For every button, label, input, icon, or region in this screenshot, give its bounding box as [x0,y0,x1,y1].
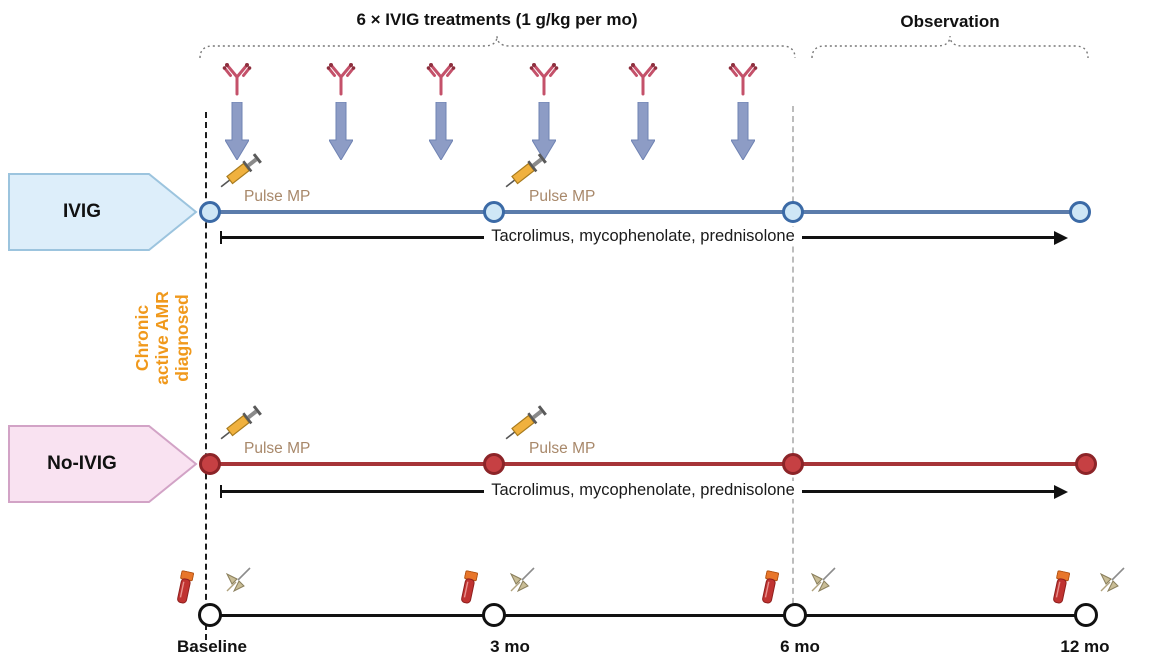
timeline-label-baseline: Baseline [177,637,247,656]
no-ivig-arm-label-text: No-IVIG [47,453,117,474]
no-ivig-pulse-mp-2: Pulse MP [529,440,596,457]
no-ivig-therapy-label: Tacrolimus, mycophenolate, prednisolone [220,481,1066,500]
blood-tube-icon [459,570,479,606]
ivig-dose [222,60,252,96]
down-arrow-icon [731,102,755,160]
timeline-label-6mo: 6 mo [780,637,820,656]
no-ivig-pulse-mp-1: Pulse MP [244,440,311,457]
antibody-icon [426,63,456,96]
ivig-dose [529,60,559,96]
butterfly-needle-icon [1098,566,1126,594]
ivig-node-baseline [199,201,221,223]
down-arrow-icon [329,102,353,160]
ivig-arm-label: IVIG [8,173,198,251]
down-arrow-icon [532,102,556,160]
ivig-therapy-arrow-start [220,231,222,244]
six-month-dashed-line [792,106,794,624]
blood-tube-icon [175,570,195,606]
ivig-therapy-text: Tacrolimus, mycophenolate, prednisolone [484,227,802,245]
no-ivig-arm-label: No-IVIG [8,425,198,503]
ivig-node-6mo [782,201,804,223]
syringe-icon [215,402,265,447]
ivig-therapy-label: Tacrolimus, mycophenolate, prednisolone [220,227,1066,246]
antibody-icon [728,63,758,96]
no-ivig-therapy-text: Tacrolimus, mycophenolate, prednisolone [484,481,802,499]
down-arrow-icon [429,102,453,160]
ivig-pulse-mp-1: Pulse MP [244,188,311,205]
no-ivig-node-6mo [782,453,804,475]
ivig-dose [326,60,356,96]
antibody-icon [222,63,252,96]
butterfly-needle-icon [224,566,252,594]
antibody-icon [529,63,559,96]
no-ivig-therapy-arrowhead [1054,484,1068,499]
syringe-icon [500,402,550,447]
butterfly-needle-icon [809,566,837,594]
header-braces [199,35,1089,59]
no-ivig-therapy-arrow-start [220,485,222,498]
assessment-timeline-line [210,614,1088,617]
antibody-icon [628,63,658,96]
timeline-label-12mo: 12 mo [1060,637,1110,656]
blood-tube-icon [760,570,780,606]
ivig-dose [426,60,456,96]
blood-tube-icon [1051,570,1071,606]
diagnosis-line-1: Chronic [132,304,152,372]
assessment-node-baseline [198,603,222,627]
no-ivig-node-3mo [483,453,505,475]
assessment-node-6mo [783,603,807,627]
no-ivig-arm-pentagon [8,425,198,503]
diagnosis-line-2: active AMR [152,291,172,385]
butterfly-needle-icon [508,566,536,594]
ivig-arm-label-text: IVIG [62,201,101,222]
ivig-therapy-arrowhead [1054,230,1068,245]
ivig-arm-pentagon [8,173,198,251]
observation-brace [811,35,1089,59]
diagnosis-dashed-line [205,112,207,640]
ivig-pulse-mp-2: Pulse MP [529,188,596,205]
down-arrow-icon [225,102,249,160]
ivig-node-12mo [1069,201,1091,223]
syringe-icon [215,150,265,195]
ivig-dose [728,60,758,96]
assessment-node-3mo [482,603,506,627]
no-ivig-node-12mo [1075,453,1097,475]
no-ivig-timeline-line [210,462,1086,466]
ivig-timeline-line [210,210,1082,214]
treatments-brace [199,35,796,59]
observation-header: Observation [900,12,1000,31]
treatments-header: 6 × IVIG treatments (1 g/kg per mo) [356,10,638,29]
diagnosis-label: Chronic active AMR diagnosed [87,263,237,413]
assessment-node-12mo [1074,603,1098,627]
diagnosis-line-3: diagnosed [172,294,192,382]
antibody-icon [326,63,356,96]
no-ivig-node-baseline [199,453,221,475]
syringe-icon [500,150,550,195]
timeline-label-3mo: 3 mo [490,637,530,656]
ivig-dose [628,60,658,96]
down-arrow-icon [631,102,655,160]
ivig-node-3mo [483,201,505,223]
